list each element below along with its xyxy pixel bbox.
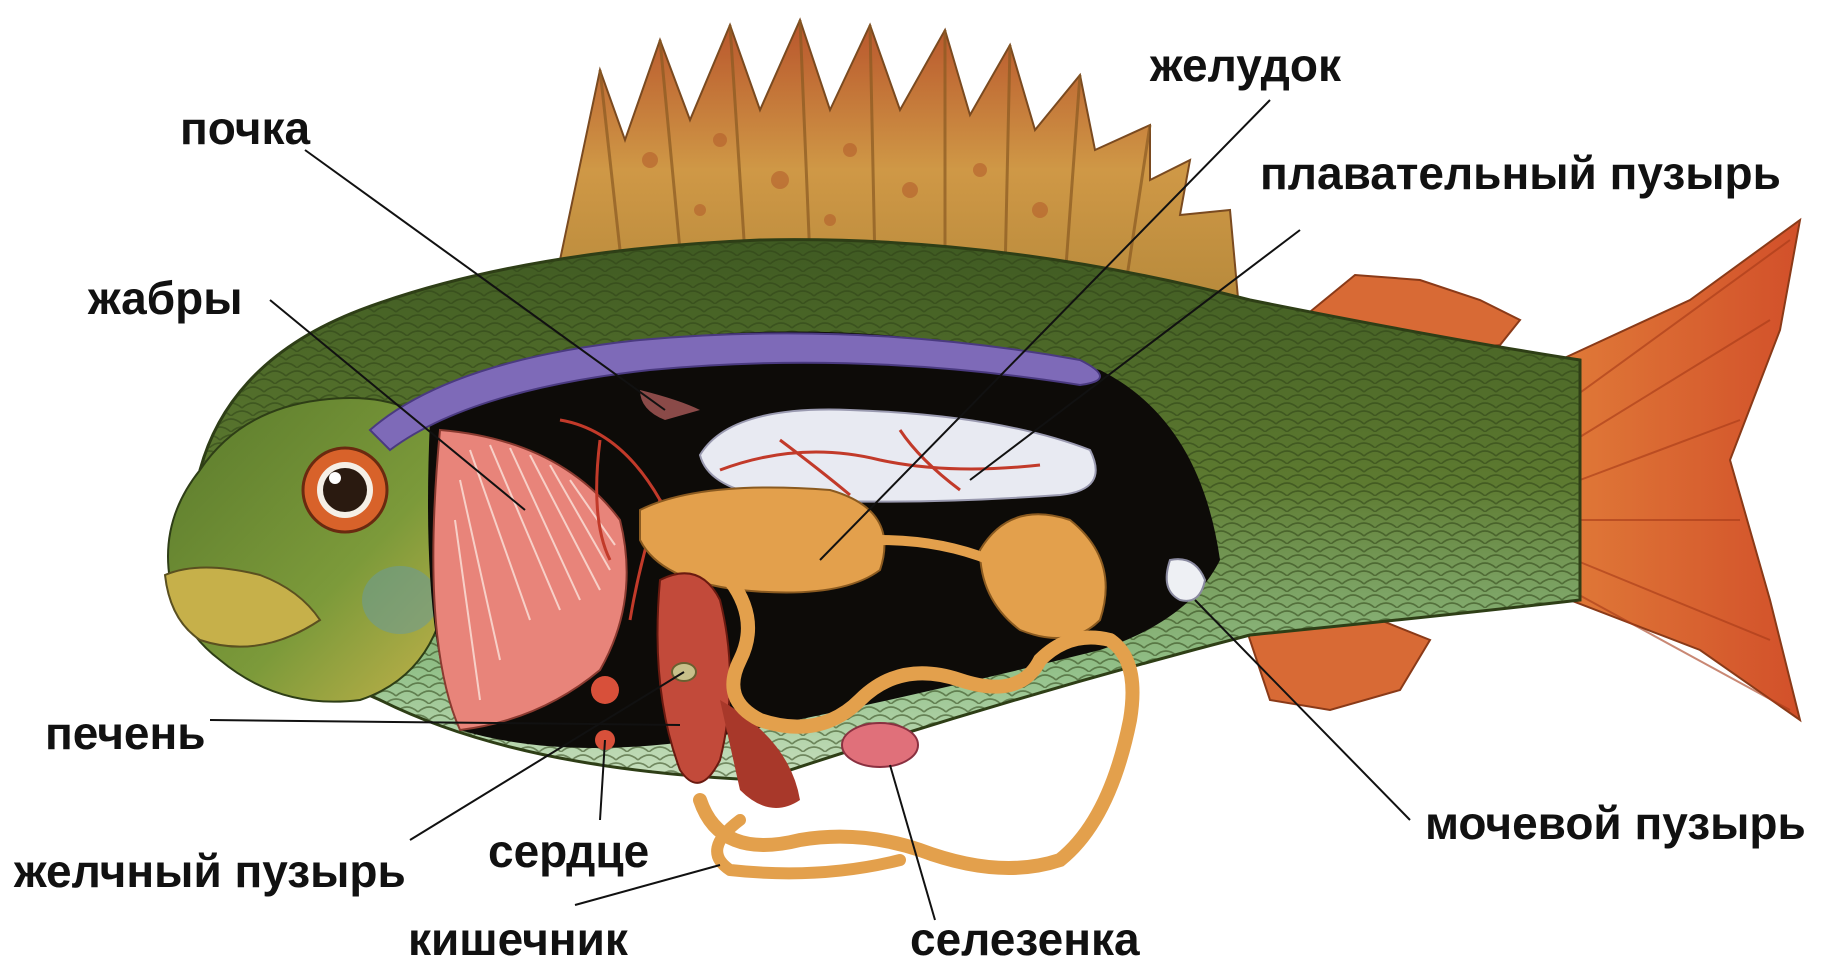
label-heart: сердце	[488, 828, 649, 874]
label-swim-bladder: плавательный пузырь	[1260, 150, 1781, 196]
label-intestine: кишечник	[408, 916, 628, 962]
label-kidney: почка	[180, 105, 310, 151]
tail-fin	[1560, 220, 1800, 720]
label-gills: жабры	[88, 275, 243, 321]
cheek	[362, 566, 438, 634]
label-spleen: селезенка	[910, 916, 1140, 962]
label-liver: печень	[45, 710, 206, 756]
spleen-organ	[842, 723, 918, 767]
eye	[303, 448, 387, 532]
label-urinary-bladder: мочевой пузырь	[1425, 800, 1806, 846]
heart-organ	[591, 676, 619, 704]
label-stomach: желудок	[1150, 42, 1341, 88]
label-gallbladder: желчный пузырь	[14, 848, 406, 894]
